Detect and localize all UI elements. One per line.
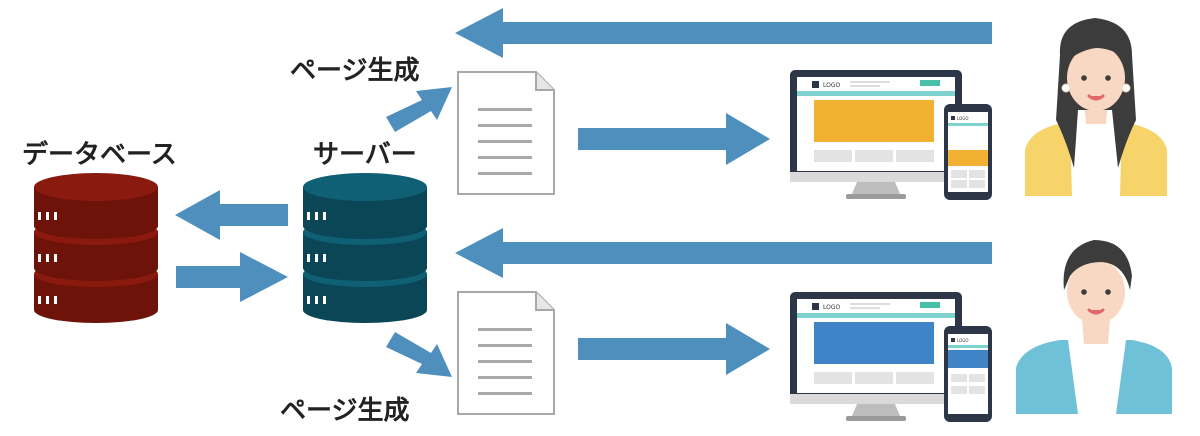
- document-icon-top: [457, 71, 555, 195]
- arrow-db-to-server: [176, 252, 288, 302]
- database-icon: [34, 173, 158, 323]
- screen-hero-bottom: [814, 322, 934, 364]
- screen-logo-bottom: LOGO: [823, 304, 841, 311]
- phone-logo-top: LOGO: [957, 116, 968, 121]
- monitor-icon-top: LOGO: [790, 70, 962, 199]
- server-label: サーバー: [313, 140, 417, 170]
- arrow-server-to-page-top: [386, 87, 452, 132]
- arrow-page-to-device-bottom: [578, 323, 770, 375]
- database-label: データベース: [22, 140, 177, 170]
- server-icon: [303, 173, 427, 323]
- device-group-top: LOGO LOGO: [790, 70, 992, 200]
- user-avatar-man: [1016, 240, 1172, 414]
- arrow-server-to-db: [175, 190, 288, 240]
- device-group-bottom: LOGO LOGO: [790, 292, 992, 422]
- page-generation-label-bottom: ページ生成: [280, 396, 410, 426]
- arrow-page-to-device-top: [578, 113, 770, 165]
- phone-logo-bottom: LOGO: [957, 338, 968, 343]
- screen-hero-top: [814, 100, 934, 142]
- page-generation-label-top: ページ生成: [290, 56, 420, 86]
- arrow-server-to-page-bottom: [386, 332, 452, 377]
- arrow-user1-to-server: [455, 8, 992, 58]
- phone-icon-top: LOGO: [944, 104, 992, 200]
- monitor-icon-bottom: LOGO: [790, 292, 962, 421]
- document-icon-bottom: [457, 291, 555, 415]
- user-avatar-woman: [1025, 18, 1167, 196]
- screen-logo-top: LOGO: [823, 82, 841, 89]
- arrow-user2-to-server: [455, 228, 992, 278]
- phone-icon-bottom: LOGO: [944, 326, 992, 422]
